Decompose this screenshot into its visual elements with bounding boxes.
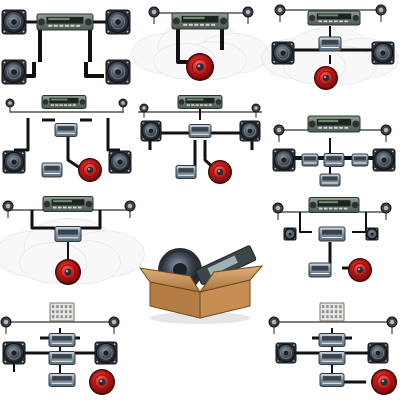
speaker-icon (105, 9, 131, 35)
amplifier-icon (48, 333, 76, 347)
wire (66, 135, 81, 170)
amplifier-icon (54, 226, 82, 242)
tweeter-icon (272, 202, 284, 220)
amplifier-icon (319, 173, 341, 187)
tweeter-icon (118, 98, 128, 113)
tweeter-icon (148, 6, 160, 24)
amplifier-icon (308, 262, 332, 278)
head-unit-icon (177, 95, 223, 109)
speaker-icon (371, 41, 395, 65)
speaker-icon (1, 59, 27, 85)
subwoofer-icon (208, 160, 232, 184)
head-unit-icon (195, 245, 257, 285)
head-unit-icon (42, 196, 94, 212)
tweeter-icon (375, 4, 387, 22)
tweeter-icon (0, 316, 12, 334)
processor-icon (319, 302, 345, 322)
tweeter-icon (274, 4, 286, 22)
tweeter-icon (251, 103, 261, 118)
subwoofer-icon (55, 259, 81, 285)
speaker-icon (239, 120, 261, 142)
subwoofer-icon (186, 53, 214, 81)
speaker-icon (283, 227, 297, 241)
subwoofer-icon (314, 66, 338, 90)
amplifier-icon (319, 373, 345, 387)
head-unit-icon (36, 13, 94, 31)
speaker-icon (1, 9, 27, 35)
speaker-icon (272, 148, 296, 172)
tweeter-icon (2, 200, 14, 218)
head-unit-icon (307, 115, 361, 133)
amplifier-icon (323, 153, 345, 167)
tweeter-icon (268, 316, 280, 334)
tweeter-icon (242, 6, 254, 24)
subwoofer-icon (78, 158, 102, 182)
wire (14, 118, 30, 152)
speaker-icon (275, 342, 297, 364)
processor-icon (49, 302, 75, 322)
wire (176, 28, 190, 64)
amplifier-icon (318, 226, 346, 242)
amplifier-icon (318, 36, 342, 52)
head-unit-icon (307, 10, 361, 26)
speaker-icon (2, 341, 26, 365)
tweeter-icon (273, 124, 285, 142)
amplifier-icon (41, 162, 63, 178)
speaker-icon (271, 41, 295, 65)
speaker-icon (105, 59, 131, 85)
tweeter-icon (139, 103, 149, 118)
amplifier-icon (188, 124, 212, 138)
wire (299, 212, 312, 233)
box-with-car-audio-icon (138, 245, 264, 324)
amplifier-icon (351, 153, 369, 167)
amplifier-icon (48, 373, 76, 387)
head-unit-icon (308, 197, 360, 213)
speaker-icon (2, 150, 26, 174)
speaker-icon (140, 120, 162, 142)
tweeter-icon (380, 124, 392, 142)
amplifier-icon (54, 123, 78, 137)
tweeter-icon (124, 200, 136, 218)
subwoofer-icon (348, 258, 372, 282)
tweeter-icon (108, 316, 120, 334)
wire (106, 118, 120, 152)
amplifier-icon (318, 351, 346, 365)
amplifier-icon (48, 351, 76, 365)
speaker-icon (94, 341, 118, 365)
tweeter-icon (380, 202, 392, 220)
tweeter-icon (386, 316, 398, 334)
wire (84, 62, 104, 78)
amplifier-icon (175, 165, 197, 179)
head-unit-icon (171, 12, 229, 30)
subwoofer-icon (371, 369, 397, 395)
speaker-icon (108, 150, 132, 174)
tweeter-icon (5, 98, 15, 113)
amplifier-icon (318, 333, 346, 347)
wire (352, 212, 367, 233)
speaker-icon (372, 148, 396, 172)
speaker-icon (365, 227, 379, 241)
head-unit-icon (41, 95, 87, 109)
smoke-effect (0, 218, 145, 285)
subwoofer-icon (89, 369, 115, 395)
amplifier-icon (301, 153, 319, 167)
speaker-icon (367, 342, 389, 364)
